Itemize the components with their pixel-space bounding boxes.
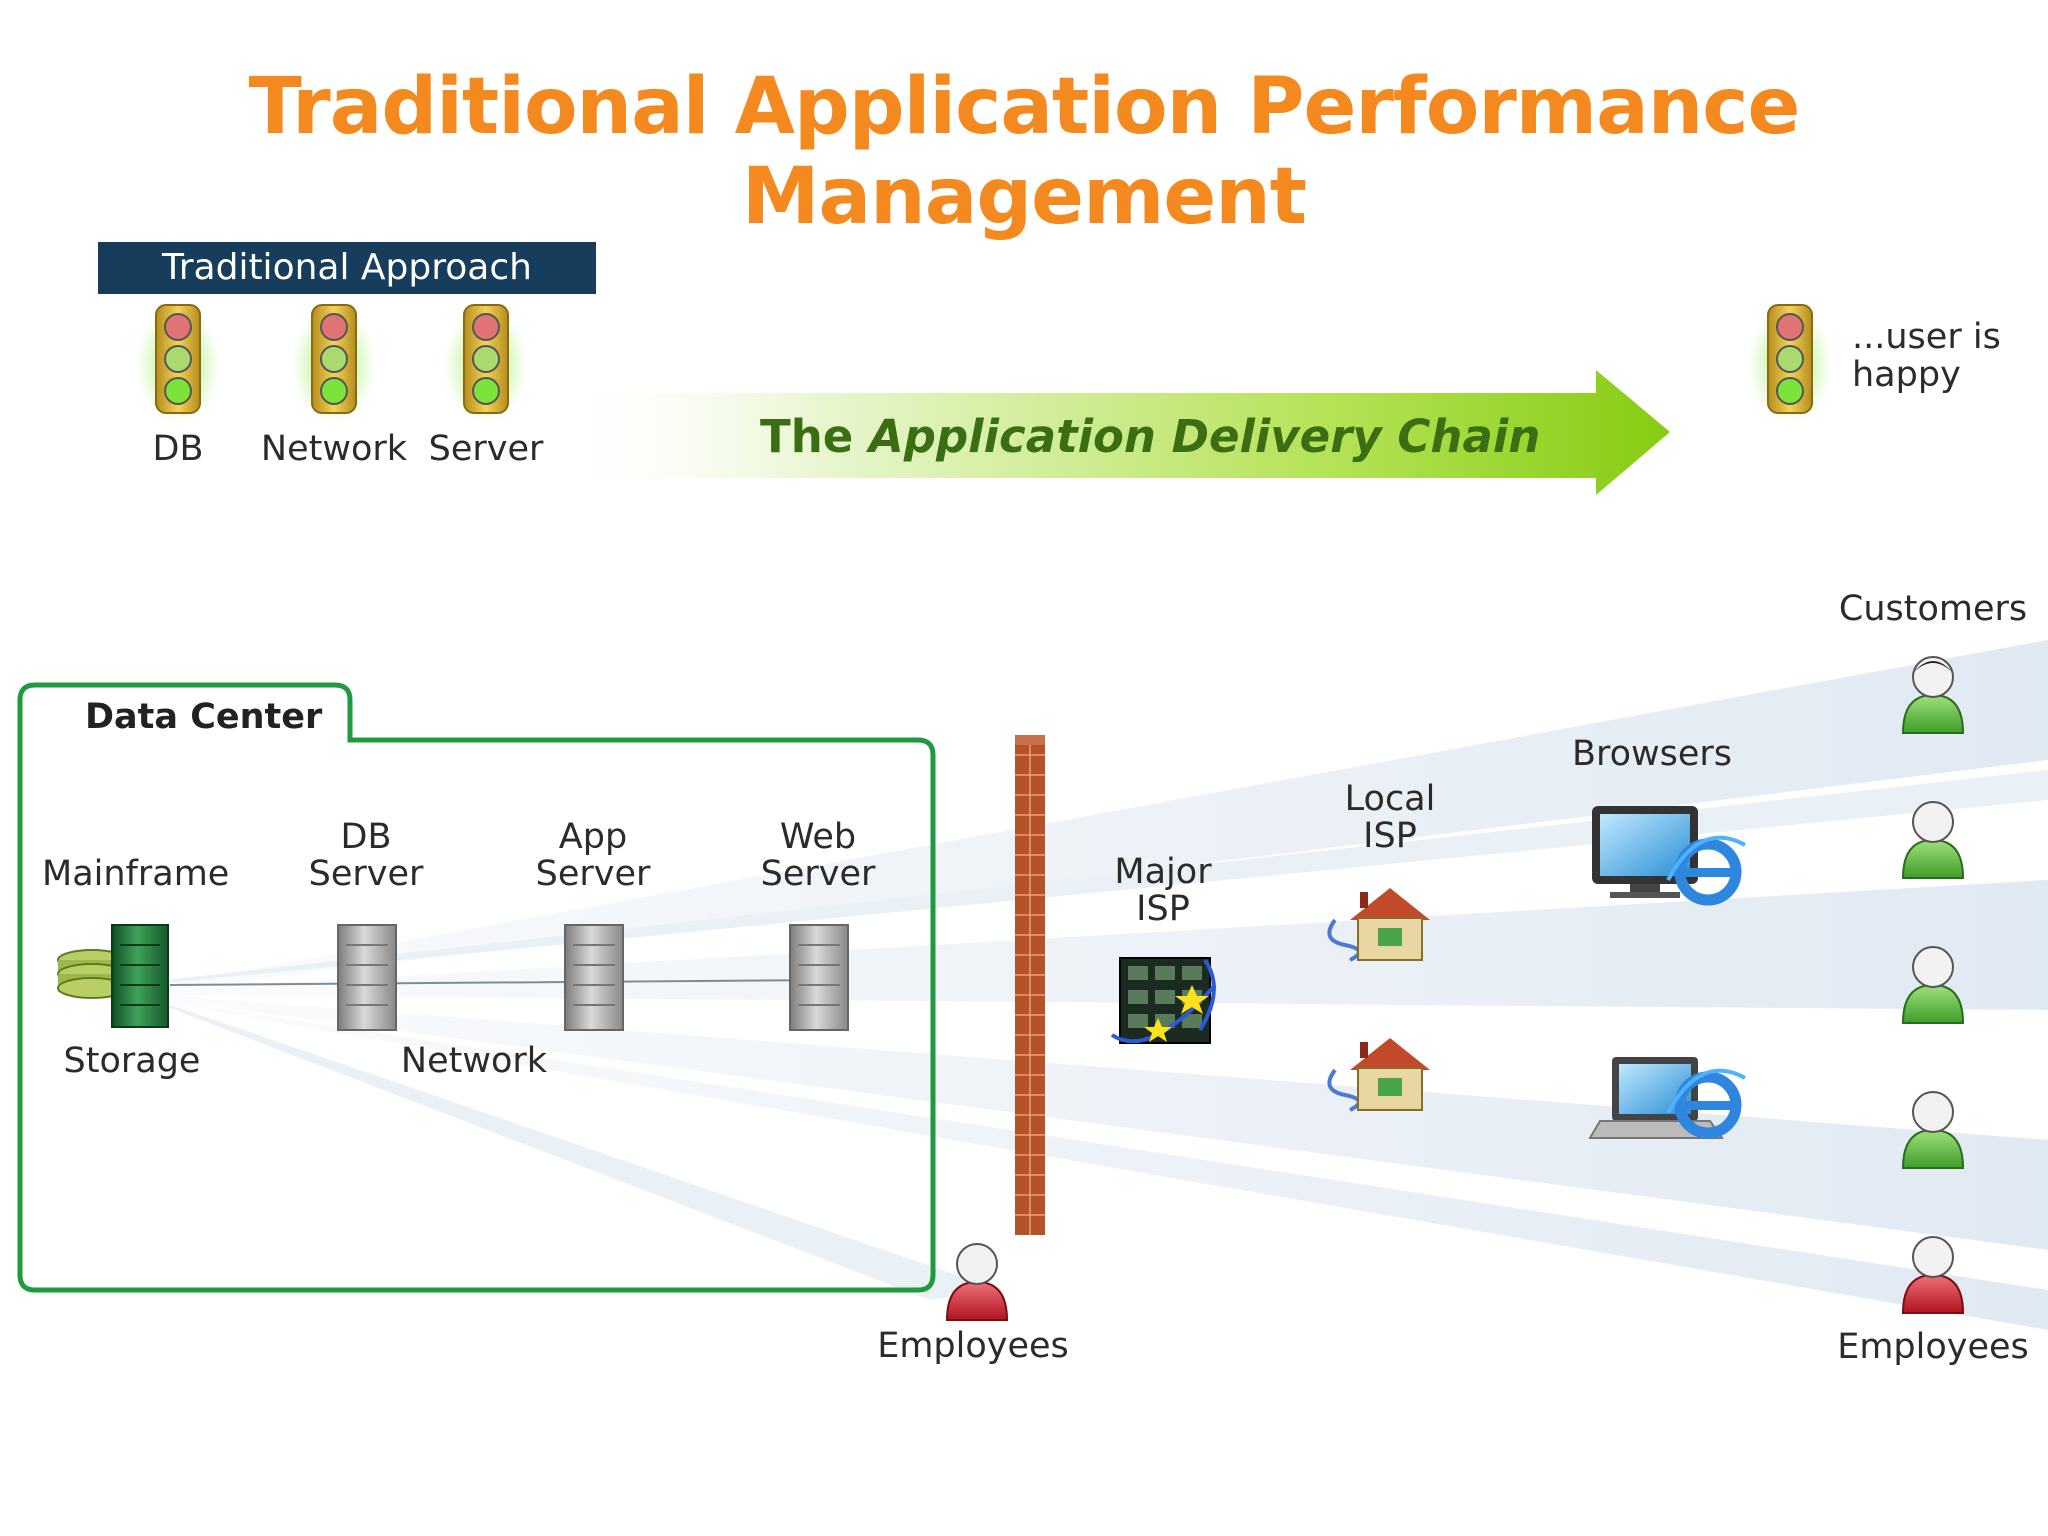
browsers-label: Browsers [1571, 734, 1733, 774]
customer-person-icon [1901, 801, 1965, 879]
traffic-light-icon [444, 304, 528, 423]
traffic-light-label-network: Network [260, 429, 408, 469]
isp-router-icon [1110, 957, 1217, 1044]
db-server-label-line1: DB [340, 817, 392, 857]
app-server-label-line1: App [558, 817, 628, 857]
server-icon [564, 924, 624, 1031]
delivery-chain-emphasis: Application Delivery Chain [868, 410, 1541, 463]
perspective-beams [165, 640, 2048, 1330]
employees-right-label: Employees [1837, 1327, 2029, 1367]
traffic-light-label-server: Server [428, 429, 544, 469]
laptop-icon [1588, 1057, 1724, 1139]
local-isp-label-line2: ISP [1363, 816, 1417, 856]
desktop-icon [1592, 806, 1698, 898]
ie-logo-icon [1666, 835, 1746, 906]
web-server-label-line1: Web [779, 817, 857, 857]
db-server-label-line2: Server [308, 854, 424, 894]
data-center-title: Data Center [85, 697, 323, 737]
firewall-icon [1015, 735, 1045, 1235]
employees-left-label: Employees [877, 1326, 1069, 1366]
traffic-light-icon [292, 304, 376, 423]
web-server-label-line2: Server [760, 854, 876, 894]
traffic-light-icon [136, 304, 220, 423]
network-line [169, 979, 831, 986]
user-status-line1: ...user is [1852, 317, 2001, 357]
employee-person-icon [945, 1243, 1009, 1321]
delivery-chain-prefix: The [760, 410, 869, 463]
house-icon [1327, 1038, 1430, 1112]
customer-person-icon [1901, 656, 1965, 734]
ie-logo-icon [1666, 1068, 1746, 1139]
traffic-light-label-db: DB [152, 429, 204, 469]
delivery-chain-label: The Application Delivery Chain [760, 410, 1540, 463]
employee-person-icon [1901, 1236, 1965, 1314]
server-icon [337, 924, 397, 1031]
customer-person-icon [1901, 1091, 1965, 1169]
server-icon [789, 924, 849, 1031]
user-status-line2: happy [1852, 355, 1961, 395]
network-label: Network [400, 1041, 548, 1081]
local-isp-label-line1: Local [1344, 779, 1436, 819]
page-title: Traditional Application Performance Mana… [248, 62, 1801, 242]
data-center-frame [17, 682, 936, 1293]
major-isp-label-line2: ISP [1136, 889, 1190, 929]
storage-icon [57, 949, 127, 999]
mainframe-icon [111, 924, 169, 1028]
customer-person-icon [1901, 946, 1965, 1024]
app-server-label-line2: Server [535, 854, 651, 894]
delivery-chain-arrow [540, 370, 1670, 495]
mainframe-label: Mainframe [42, 854, 230, 894]
major-isp-label-line1: Major [1114, 852, 1212, 892]
house-icon [1327, 888, 1430, 962]
customers-label: Customers [1838, 589, 2028, 629]
traffic-light-icon [1748, 304, 1832, 423]
storage-label: Storage [63, 1041, 201, 1081]
traditional-approach-header: Traditional Approach [98, 242, 596, 294]
